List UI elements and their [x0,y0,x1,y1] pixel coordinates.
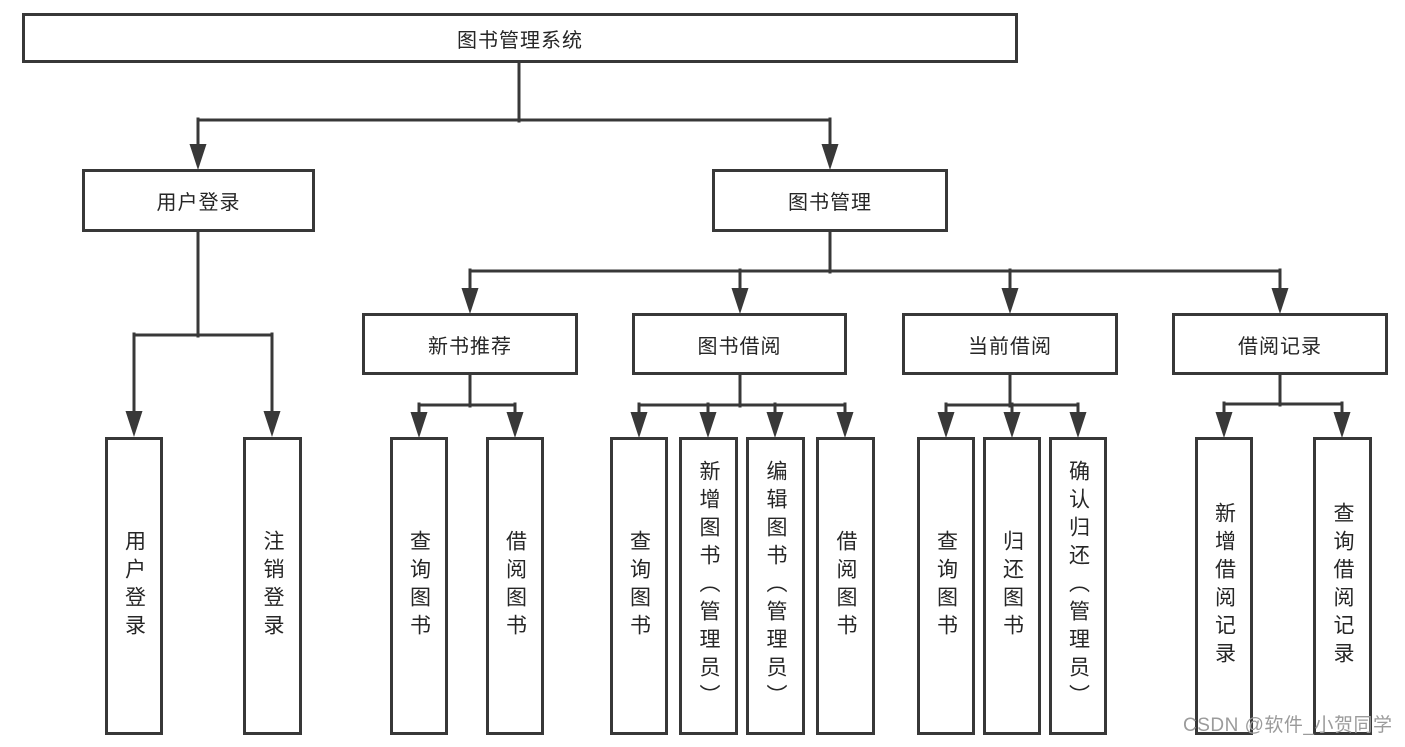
node-root-label: 图书管理系统 [457,29,583,52]
leaf-borrow-books-recommend-label: 借阅图书 [503,530,527,642]
arrowhead-down-icon [1215,412,1233,438]
arrowhead-down-icon [836,412,854,438]
leaf-borrow-books-recommend: 借阅图书 [486,437,544,735]
node-borrow-record: 借阅记录 [1172,313,1388,375]
arrowhead-down-icon [937,412,955,438]
node-current-borrow-label: 当前借阅 [968,335,1052,358]
arrowhead-down-icon [821,144,839,170]
arrowhead-down-icon [125,411,143,437]
arrowhead-down-icon [189,144,207,170]
leaf-add-books-admin: 新增图书（管理员） [679,437,738,735]
leaf-query-books-current-label: 查询图书 [934,530,958,642]
arrowhead-down-icon [1001,288,1019,314]
node-book-management-label: 图书管理 [788,192,872,214]
node-book-borrow: 图书借阅 [632,313,847,375]
arrowhead-down-icon [699,412,717,438]
leaf-edit-books-admin: 编辑图书（管理员） [746,437,805,735]
leaf-logout: 注销登录 [243,437,302,735]
leaf-logout-label: 注销登录 [261,530,284,642]
leaf-query-books-current: 查询图书 [917,437,975,735]
arrowhead-down-icon [1271,288,1289,314]
leaf-confirm-return-admin: 确认归还（管理员） [1049,437,1107,735]
node-user-login-label: 用户登录 [156,192,241,214]
leaf-add-borrow-record: 新增借阅记录 [1195,437,1253,735]
arrowhead-down-icon [766,412,784,438]
arrowhead-down-icon [630,412,648,438]
node-new-book-recommend: 新书推荐 [362,313,578,375]
arrowhead-down-icon [506,412,524,438]
node-new-book-recommend-label: 新书推荐 [428,335,512,358]
node-borrow-record-label: 借阅记录 [1238,335,1322,358]
leaf-user-login-label: 用户登录 [122,530,146,642]
arrowhead-down-icon [461,288,479,314]
arrowhead-down-icon [1003,412,1021,438]
leaf-query-books-borrow-label: 查询图书 [627,530,651,642]
leaf-query-books-borrow: 查询图书 [610,437,668,735]
node-book-management: 图书管理 [712,169,948,232]
leaf-borrow-books-label: 借阅图书 [834,530,857,642]
csdn-watermark: CSDN @软件_小贺同学 [1183,715,1393,736]
leaf-edit-books-admin-label: 编辑图书（管理员） [764,460,787,712]
arrowhead-down-icon [410,412,428,438]
leaf-user-login: 用户登录 [105,437,163,735]
leaf-add-books-admin-label: 新增图书（管理员） [697,460,720,712]
leaf-confirm-return-admin-label: 确认归还（管理员） [1066,460,1090,712]
leaf-return-books-label: 归还图书 [1000,530,1024,642]
leaf-query-borrow-record-label: 查询借阅记录 [1331,502,1354,670]
leaf-query-books-recommend-label: 查询图书 [407,530,431,642]
arrowhead-down-icon [1333,412,1351,438]
arrowhead-down-icon [263,411,281,437]
node-book-borrow-label: 图书借阅 [697,335,782,358]
leaf-query-books-recommend: 查询图书 [390,437,448,735]
leaf-return-books: 归还图书 [983,437,1041,735]
leaf-add-borrow-record-label: 新增借阅记录 [1212,502,1236,670]
node-current-borrow: 当前借阅 [902,313,1118,375]
leaf-query-borrow-record: 查询借阅记录 [1313,437,1372,735]
node-root: 图书管理系统 [22,13,1018,63]
node-user-login: 用户登录 [82,169,315,232]
leaf-borrow-books: 借阅图书 [816,437,875,735]
arrowhead-down-icon [1069,412,1087,438]
arrowhead-down-icon [731,288,749,314]
